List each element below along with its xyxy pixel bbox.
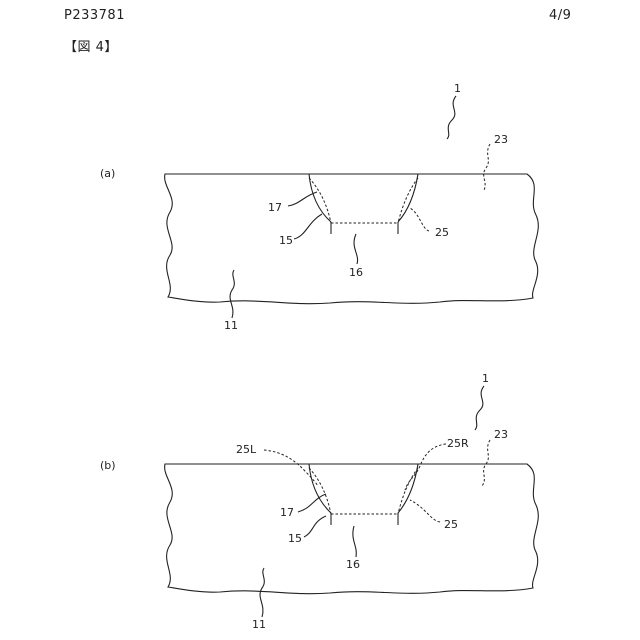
panel-a-caption: (a) [100,167,115,180]
leader-15-a [294,214,322,239]
leader-17-a [288,192,317,206]
label-15-b: 15 [288,532,302,545]
label-17-b: 17 [280,506,294,519]
recess-right-wall-a [398,174,418,222]
panel-b: (b) 1 23 25L 25R 17 15 25 16 11 [100,372,538,631]
leader-25-b [410,500,440,522]
leader-15-b [304,516,326,537]
label-1-a: 1 [454,82,461,95]
leader-25R-b [405,444,446,490]
label-11-a: 11 [224,319,238,332]
label-23-a: 23 [494,133,508,146]
leader-11-a [230,270,234,318]
label-25R-b: 25R [447,437,469,450]
label-17-a: 17 [268,201,282,214]
label-16-b: 16 [346,558,360,571]
label-1-b: 1 [482,372,489,385]
inner-left-dashed-b [309,468,331,514]
label-25L-b: 25L [236,443,257,456]
label-15-a: 15 [279,234,293,247]
panel-b-caption: (b) [100,459,116,472]
panel-a: (a) 1 23 17 15 25 16 11 [100,82,538,332]
leader-25-a [410,208,429,231]
label-25-a: 25 [435,226,449,239]
inner-right-dashed-a [398,178,418,223]
substrate-outline-b [165,464,539,594]
leader-1-a [447,96,456,139]
leader-11-b [260,568,264,617]
label-16-a: 16 [349,266,363,279]
substrate-outline-a [165,174,539,304]
label-25-b: 25 [444,518,458,531]
leader-1-b [475,386,484,430]
leader-16-b [353,526,356,557]
label-11-b: 11 [252,618,266,631]
inner-left-dashed-a [309,178,331,223]
label-23-b: 23 [494,428,508,441]
leader-23-b [482,440,490,486]
leader-16-a [354,234,358,264]
leader-23-a [484,144,490,190]
